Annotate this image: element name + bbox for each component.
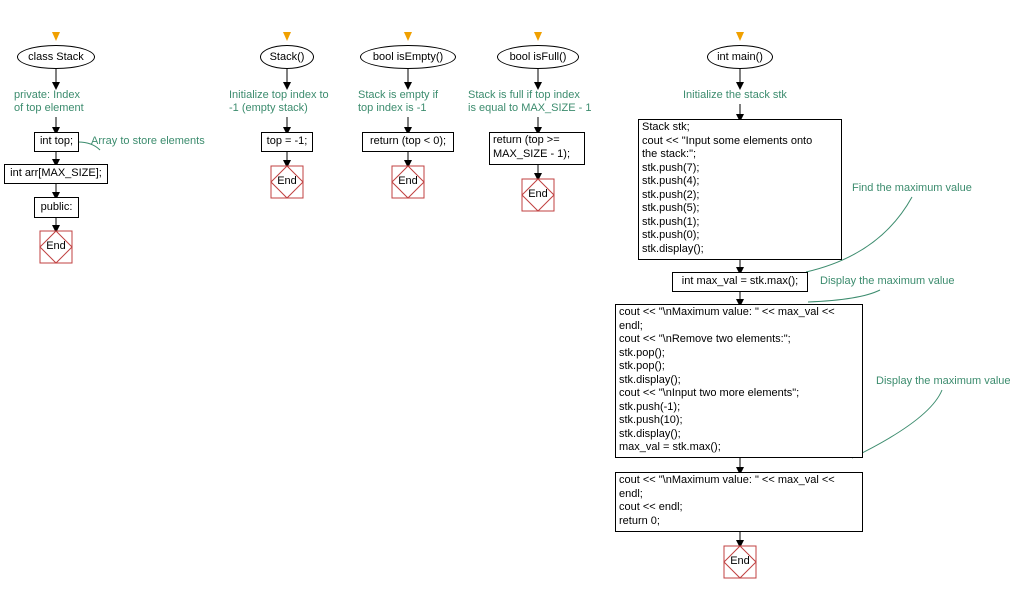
initialize-top-note: Initialize top index to -1 (empty stack) [229,89,329,114]
note-leader-lines [805,196,943,459]
display-max-note-2: Display the maximum value [876,375,1011,387]
constructor-start[interactable]: Stack() [260,45,314,69]
top-assign-statement[interactable]: top = -1; [261,132,313,152]
int-arr-field[interactable]: int arr[MAX_SIZE]; [4,164,108,184]
initialize-stack-note: Initialize the stack stk [683,89,787,101]
main-end: End [730,555,750,567]
stack-empty-note: Stack is empty if top index is -1 [358,89,439,114]
find-max-note: Find the maximum value [852,182,972,194]
display-max-note-1: Display the maximum value [820,275,955,287]
is-full-end: End [528,188,548,200]
max-val-statement[interactable]: int max_val = stk.max(); [672,272,808,292]
int-top-field[interactable]: int top; [34,132,79,152]
push-elements-block[interactable]: Stack stk; cout << "Input some elements … [638,119,842,260]
is-full-start[interactable]: bool isFull() [497,45,579,69]
print-max-block[interactable]: cout << "\nMaximum value: " << max_val <… [615,472,863,532]
return-empty-statement[interactable]: return (top < 0); [362,132,454,152]
return-full-statement[interactable]: return (top >= MAX_SIZE - 1); [489,132,585,165]
start-arrow-main [736,32,744,41]
class-stack-connectors [52,69,101,233]
pop-push-block[interactable]: cout << "\nMaximum value: " << max_val <… [615,304,863,458]
start-arrow-is-full [534,32,542,41]
class-stack-end: End [46,240,66,252]
public-label[interactable]: public: [34,197,79,218]
class-stack-start[interactable]: class Stack [17,45,95,69]
is-empty-end: End [398,175,418,187]
is-empty-start[interactable]: bool isEmpty() [360,45,456,69]
start-arrow-class-stack [52,32,60,41]
constructor-end: End [277,175,297,187]
start-arrow-is-empty [404,32,412,41]
end-diamonds [39,165,757,579]
stack-full-note: Stack is full if top index is equal to M… [468,89,592,114]
private-index-note: private: Index of top element [14,89,84,114]
start-arrow-constructor [283,32,291,41]
main-start[interactable]: int main() [707,45,773,69]
start-arrows [52,32,744,41]
array-store-note: Array to store elements [91,135,205,147]
